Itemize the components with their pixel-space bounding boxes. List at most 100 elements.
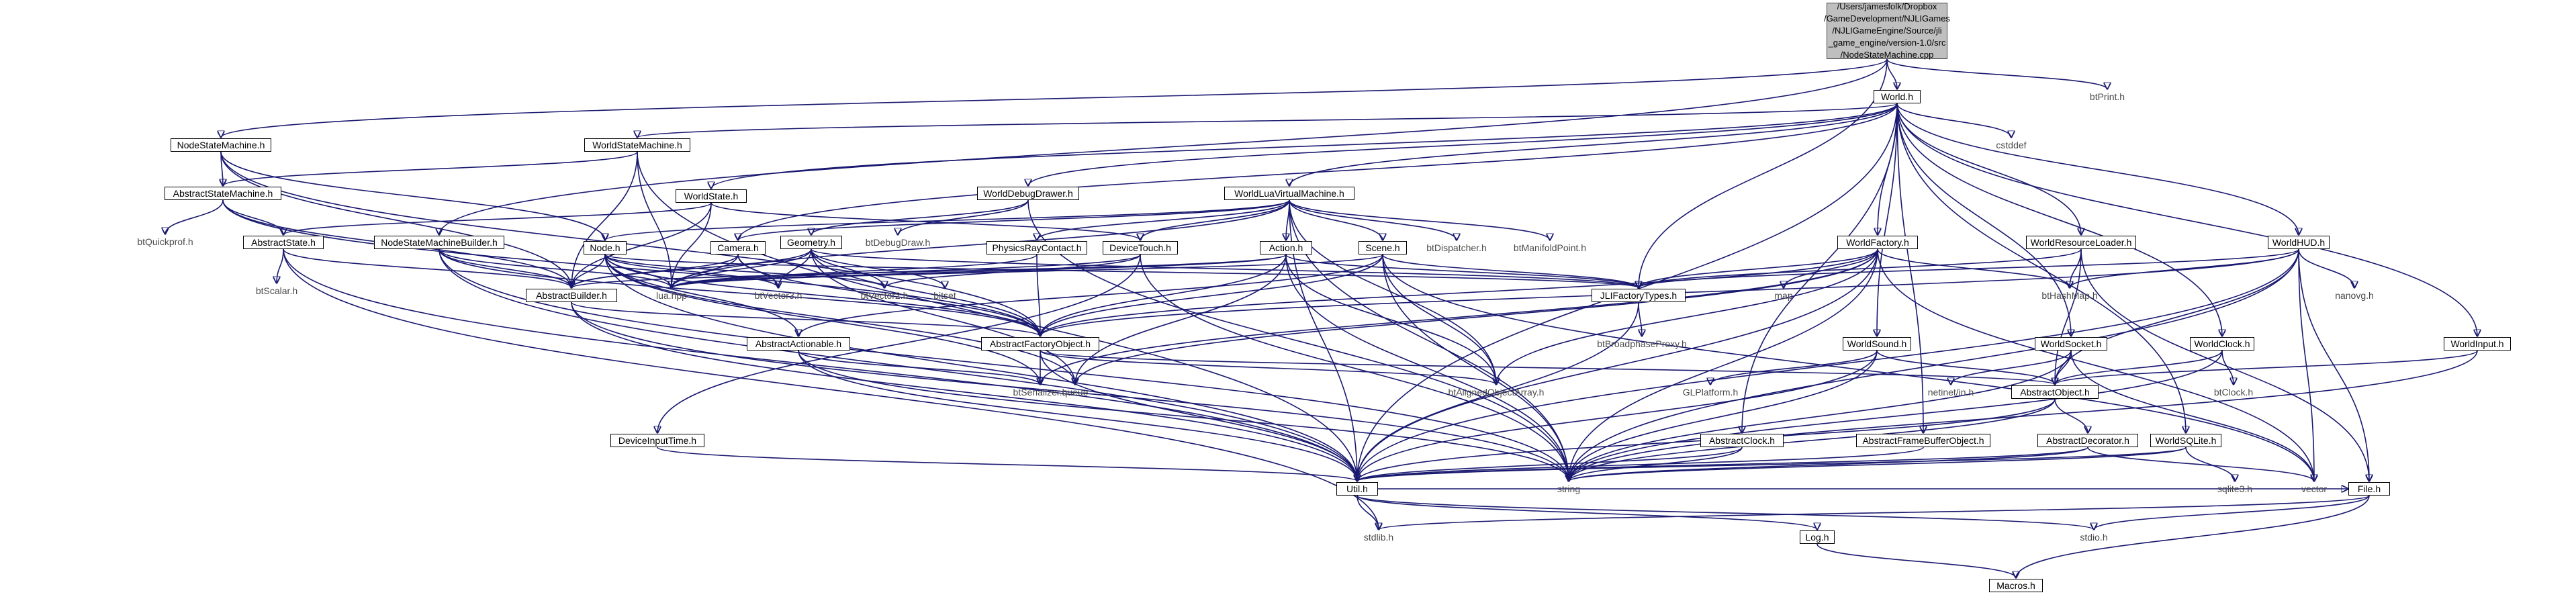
node-worldsound-h[interactable]: WorldSound.h xyxy=(1843,337,1911,351)
edge-root-to-nodestatemachine-h xyxy=(221,58,1888,138)
edge-abstractfactoryobject-h-to-abstractobject-h xyxy=(1040,350,2055,385)
edge-worldstate-h-to-abstractstate-h xyxy=(283,202,712,236)
edge-geometry-h-to-abstractfactoryobject-h xyxy=(811,248,1040,336)
node-util-h[interactable]: Util.h xyxy=(1336,482,1378,496)
node-worldluavirtualmachine-h[interactable]: WorldLuaVirtualMachine.h xyxy=(1224,187,1354,200)
node-worldsocket-h[interactable]: WorldSocket.h xyxy=(2035,337,2107,351)
edge-geometry-h-to-abstractbuilder-h xyxy=(571,248,812,288)
node-action-h[interactable]: Action.h xyxy=(1260,241,1312,254)
edge-worldfactory-h-to-vector xyxy=(1877,248,2314,481)
edge-deviceinputtime-h-to-util-h xyxy=(657,447,1357,481)
edge-scene-h-to-lua-hpp xyxy=(672,254,1383,288)
edge-log-h-to-macros-h xyxy=(1816,543,2016,578)
node-nodestatemachinebuilder-h[interactable]: NodeStateMachineBuilder.h xyxy=(374,236,504,249)
edge-abstractstate-h-to-btscalar-h xyxy=(277,248,284,283)
node-stdio-h: stdio.h xyxy=(2080,532,2108,543)
edge-worldsqlite-h-to-sqlite3-h xyxy=(2185,447,2235,481)
node-map: map xyxy=(1774,290,1793,301)
node-abstractfactoryobject-h[interactable]: AbstractFactoryObject.h xyxy=(981,337,1099,351)
edge-abstractframebufferobject-h-to-util-h xyxy=(1357,447,1924,481)
edge-worldsocket-h-to-netinet-in-h xyxy=(1951,350,2072,385)
node-abstractdecorator-h[interactable]: AbstractDecorator.h xyxy=(2037,434,2138,447)
node-macros-h[interactable]: Macros.h xyxy=(1989,579,2043,592)
node-jlifactorytypes-h[interactable]: JLIFactoryTypes.h xyxy=(1592,289,1686,302)
edge-world-h-to-worldresourceloader-h xyxy=(1896,103,2081,235)
node-abstractbuilder-h[interactable]: AbstractBuilder.h xyxy=(526,289,617,302)
edge-abstractstate-h-to-abstractbuilder-h xyxy=(283,248,571,288)
node-worldstatemachine-h[interactable]: WorldStateMachine.h xyxy=(584,138,690,152)
edge-world-h-to-abstractclock-h xyxy=(1742,103,1898,433)
edge-abstractactionable-h-to-util-h xyxy=(798,350,1357,481)
node-btbroadphaseproxy-h: btBroadphaseProxy.h xyxy=(1597,338,1687,349)
edge-worldfactory-h-to-util-h xyxy=(1357,248,1878,481)
root-file-node[interactable]: /Users/jamesfolk/Dropbox /GameDevelopmen… xyxy=(1824,1,1950,60)
edge-worldhud-h-to-jlifactorytypes-h xyxy=(1639,248,2299,288)
node-nodestatemachine-h[interactable]: NodeStateMachine.h xyxy=(171,138,271,152)
node-node-h[interactable]: Node.h xyxy=(584,241,627,254)
node-worldhud-h[interactable]: WorldHUD.h xyxy=(2268,236,2330,249)
node-abstractframebufferobject-h[interactable]: AbstractFrameBufferObject.h xyxy=(1856,434,1990,447)
edge-worldstatemachine-h-to-lua-hpp xyxy=(637,151,672,288)
node-worldinput-h[interactable]: WorldInput.h xyxy=(2444,337,2511,351)
edge-worldfactory-h-to-jlifactorytypes-h xyxy=(1639,248,1878,288)
node-log-h[interactable]: Log.h xyxy=(1800,530,1835,544)
edge-worldluavirtualmachine-h-to-physicsraycontact-h xyxy=(1037,199,1290,240)
node-file-h[interactable]: File.h xyxy=(2348,482,2390,496)
edge-geometry-h-to-bitset xyxy=(811,248,945,288)
node-worlddebugdrawer-h[interactable]: WorldDebugDrawer.h xyxy=(977,187,1079,200)
node-abstractactionable-h[interactable]: AbstractActionable.h xyxy=(747,337,850,351)
edge-world-h-to-worldinput-h xyxy=(1896,103,2477,336)
edge-abstractactionable-h-to-btserializer-h xyxy=(798,350,1040,385)
edge-action-h-to-string xyxy=(1285,254,1569,481)
node-scene-h[interactable]: Scene.h xyxy=(1359,241,1407,254)
edge-world-h-to-worldstatemachine-h xyxy=(637,103,1898,138)
node-worldclock-h[interactable]: WorldClock.h xyxy=(2190,337,2254,351)
node-physicsraycontact-h[interactable]: PhysicsRayContact.h xyxy=(986,241,1087,254)
node-btclock-h: btClock.h xyxy=(2213,387,2254,398)
edge-node-h-to-jlifactorytypes-h xyxy=(604,254,1639,288)
node-abstractstate-h[interactable]: AbstractState.h xyxy=(243,236,324,249)
node-worldsqlite-h[interactable]: WorldSQLite.h xyxy=(2150,434,2221,447)
edge-worldluavirtualmachine-h-to-camera-h xyxy=(738,199,1290,240)
node-stdlib-h: stdlib.h xyxy=(1363,532,1394,543)
edge-root-to-btprint-h xyxy=(1886,58,2107,89)
edge-file-h-to-macros-h xyxy=(2016,495,2370,578)
edge-worlddebugdrawer-h-to-btdebugdraw-h xyxy=(898,199,1029,235)
node-abstractclock-h[interactable]: AbstractClock.h xyxy=(1700,434,1784,447)
edge-world-h-to-worldluavirtualmachine-h xyxy=(1289,103,1898,186)
node-sqlite3-h: sqlite3.h xyxy=(2217,483,2253,494)
edge-scene-h-to-vector xyxy=(1382,254,2314,481)
node-abstractobject-h[interactable]: AbstractObject.h xyxy=(2011,385,2099,399)
node-deviceinputtime-h[interactable]: DeviceInputTime.h xyxy=(610,434,704,447)
node-abstractstatemachine-h[interactable]: AbstractStateMachine.h xyxy=(165,187,281,200)
edge-worldinput-h-to-abstractobject-h xyxy=(2055,350,2478,385)
edge-worldluavirtualmachine-h-to-btmanifoldpoint-h xyxy=(1289,199,1550,240)
node-world-h[interactable]: World.h xyxy=(1874,90,1921,103)
node-camera-h[interactable]: Camera.h xyxy=(710,241,766,254)
edge-node-h-to-btvector3-h xyxy=(604,254,778,288)
edge-abstractstatemachine-h-to-btquickprof-h xyxy=(165,199,224,234)
edge-physicsraycontact-h-to-lua-hpp xyxy=(672,254,1038,289)
edge-worldsqlite-h-to-util-h xyxy=(1357,447,2187,481)
node-glplatform-h: GLPlatform.h xyxy=(1682,387,1739,398)
node-btdebugdraw-h: btDebugDraw.h xyxy=(865,237,931,248)
node-bitset: bitset xyxy=(933,290,956,301)
edge-abstractbuilder-h-to-util-h xyxy=(571,301,1357,481)
node-worldfactory-h[interactable]: WorldFactory.h xyxy=(1837,236,1918,249)
edge-node-h-to-abstractfactoryobject-h xyxy=(604,254,1040,336)
node-netinet-in-h: netinet/in.h xyxy=(1927,387,1974,398)
node-worldresourceloader-h[interactable]: WorldResourceLoader.h xyxy=(2026,236,2136,249)
edge-world-h-to-abstractframebufferobject-h xyxy=(1896,103,1923,433)
edge-node-h-to-btvector2-h xyxy=(604,254,884,289)
edge-action-h-to-queue xyxy=(1075,254,1287,385)
node-btquickprof-h: btQuickprof.h xyxy=(137,236,193,247)
node-geometry-h[interactable]: Geometry.h xyxy=(780,236,842,249)
node-worldstate-h[interactable]: WorldState.h xyxy=(676,189,747,203)
edge-worldluavirtualmachine-h-to-action-h xyxy=(1286,199,1290,240)
edge-nodestatemachinebuilder-h-to-util-h xyxy=(439,248,1357,481)
node-devicetouch-h[interactable]: DeviceTouch.h xyxy=(1103,241,1178,254)
edge-world-h-to-worldsocket-h xyxy=(1896,103,2071,336)
node-lua-hpp: lua.hpp xyxy=(656,290,687,301)
edge-worldresourceloader-h-to-jlifactorytypes-h xyxy=(1639,248,2082,289)
